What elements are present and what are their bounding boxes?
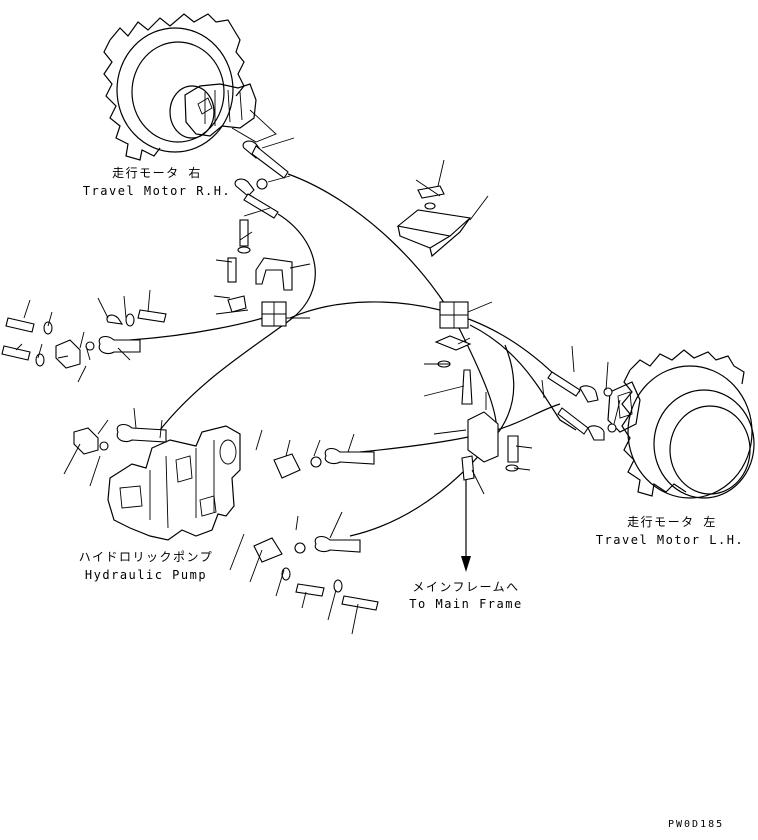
travel-motor-rh: [103, 13, 277, 161]
clamp-left-bracket: [255, 257, 293, 291]
hydraulic-pump-label-en: Hydraulic Pump: [84, 568, 208, 582]
bolt-left-2: [239, 219, 249, 247]
flange-far-left-1: [55, 339, 81, 369]
hose-rh-to-pump: [159, 213, 316, 431]
elbow-fitting-lh-2: [587, 425, 605, 441]
clamp-ring-left: [106, 314, 124, 325]
washer-left-2: [125, 313, 135, 327]
clamp-small-left: [227, 295, 247, 313]
main-frame-label-en: To Main Frame: [409, 597, 523, 611]
washer-far-left-1: [43, 321, 53, 335]
travel-motor-lh-label-en: Travel Motor L.H.: [595, 533, 745, 547]
hose-fitting-pump-2: [116, 423, 167, 443]
bolt-center-1: [461, 369, 473, 405]
elbow-fitting-rh-2: [234, 178, 255, 197]
main-frame-label-jp: メインフレームへ: [412, 580, 520, 594]
bolt-pump-1: [295, 583, 325, 597]
flange-pump-2: [253, 537, 283, 563]
washer-lh-clamp: [505, 464, 519, 472]
o-ring-far-left-2: [99, 441, 109, 451]
washer-bracket: [424, 202, 436, 210]
flange-pump-1: [273, 453, 301, 479]
leader-lines: [15, 137, 621, 635]
bolt-bracket: [417, 185, 445, 199]
clamp-block-lower: [467, 411, 499, 463]
hose-pump-to-lh-1: [289, 301, 581, 393]
clamp-plate-upper: [434, 335, 472, 351]
o-ring-pump-1: [310, 456, 322, 468]
clamp-tab-lower: [461, 455, 475, 481]
bolt-pump-2: [341, 595, 379, 611]
hydraulic-pump-label-jp: ハイドロリックポンプ: [78, 550, 214, 564]
travel-motor-rh-label-en: Travel Motor R.H.: [82, 184, 232, 198]
arrow-head-main-frame: [461, 556, 471, 572]
hose-end-lh-1: [547, 371, 581, 397]
hydraulic-pump: [107, 425, 241, 541]
bolt-far-left-1: [5, 317, 35, 333]
hose-fitting-pump-4: [314, 535, 361, 553]
washer-pump-2: [333, 579, 343, 593]
hose-pump-mid: [359, 403, 561, 453]
hose-fitting-pump-3: [324, 447, 375, 465]
hose-end-lh-2: [557, 407, 589, 435]
bolt-left-3: [137, 309, 167, 323]
bolt-left-1: [227, 257, 237, 283]
o-ring-rh: [256, 178, 268, 190]
washer-far-left-2: [35, 353, 45, 367]
drawing-code: PW0D185: [668, 819, 725, 830]
bolt-lh-clamp: [507, 435, 519, 463]
o-ring-lh-2: [607, 423, 617, 433]
hose-fitting-pump-1: [98, 335, 141, 355]
bolt-far-left-2: [1, 345, 31, 361]
o-ring-lh-1: [603, 387, 613, 397]
hose-end-rh-2: [243, 193, 279, 219]
elbow-fitting-lh-1: [579, 385, 599, 403]
o-ring-pump-2: [294, 542, 306, 554]
travel-motor-lh: [607, 349, 755, 499]
washer-left-1: [237, 246, 251, 254]
hose-end-rh-1: [251, 145, 289, 179]
travel-motor-rh-label-jp: 走行モータ 右: [112, 166, 202, 180]
hose-block-to-lh: [469, 324, 577, 431]
flange-far-left-2: [73, 427, 99, 455]
travel-motor-lh-label-jp: 走行モータ 左: [627, 515, 717, 529]
